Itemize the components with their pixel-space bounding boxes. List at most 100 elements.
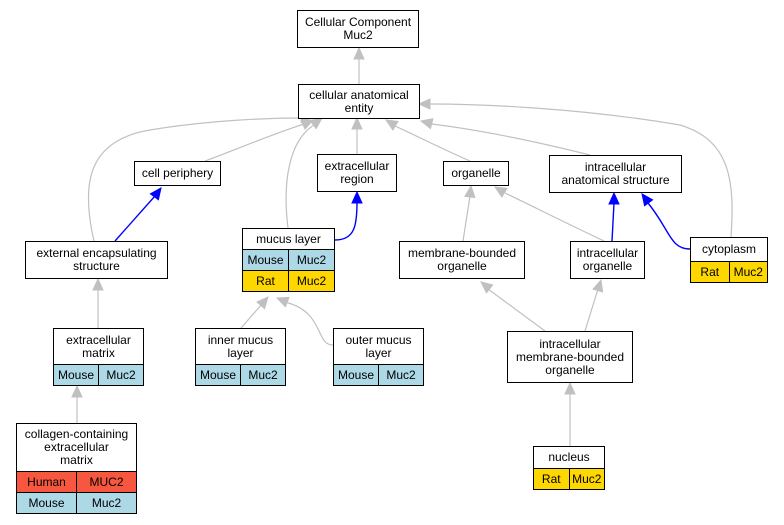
node-label: membrane-bounded organelle	[407, 246, 517, 273]
gene-cell: Muc2	[728, 262, 768, 282]
species-cell: Mouse	[28, 495, 65, 510]
arrowhead	[353, 46, 365, 60]
annotation-row: Rat Muc2	[243, 270, 334, 291]
node-label: intracellular organelle	[576, 246, 639, 273]
arrowhead	[71, 384, 83, 398]
edge-mucus-layer-to-cae	[285, 117, 323, 229]
node-label: cellular anatomical entity	[309, 87, 409, 115]
edge-memb-org-to-organelle	[462, 184, 476, 242]
annotation-row: Rat Muc2	[691, 261, 767, 282]
edge-nucleus-to-intra-memb	[564, 381, 576, 446]
arrowhead	[464, 184, 476, 199]
node-label: mucus layer	[256, 231, 321, 246]
node-cae: cellular anatomical entity	[298, 84, 420, 119]
node-intra-anat: intracellular anatomical structure	[549, 155, 682, 193]
arrowhead	[493, 186, 508, 198]
edge-ext-encap-to-cell-periph	[114, 187, 162, 242]
species-cell: Mouse	[247, 252, 284, 267]
arrowhead	[351, 190, 363, 204]
arrowhead	[256, 296, 269, 310]
edge-cell-periph-to-cae	[204, 119, 315, 162]
node-cell-periph: cell periphery	[134, 161, 221, 186]
edge-intra-memb-to-intra-org	[584, 278, 604, 332]
node-intra-org: intracellular organelle	[570, 241, 645, 279]
node-label: Cellular Component Muc2	[304, 15, 412, 42]
node-label: inner mucus layer	[207, 332, 274, 360]
gene-cell: Muc2	[98, 365, 143, 385]
arrowhead	[149, 187, 162, 201]
gene-cell: Muc2	[568, 469, 605, 489]
edge-intra-memb-to-memb-org	[480, 281, 546, 332]
node-label: cell periphery	[141, 166, 214, 180]
edge-cytoplasm-to-intra-anat	[641, 193, 691, 250]
annotation-row: Rat Muc2	[534, 468, 604, 489]
species-cell: Rat	[256, 273, 275, 288]
gene-cell: Muc2	[288, 271, 334, 291]
edge-cae-to-cc-root	[353, 46, 365, 84]
arrowhead	[564, 381, 576, 395]
arrowhead	[92, 277, 104, 291]
arrowhead	[275, 296, 290, 308]
arrowhead	[309, 117, 323, 130]
gene-cell: Muc2	[378, 365, 423, 385]
node-label: cytoplasm	[701, 242, 757, 256]
arrowhead	[480, 281, 494, 294]
arrowhead	[384, 119, 399, 131]
node-label: extracellular matrix	[66, 332, 131, 360]
edge-mucus-layer-to-ext-region	[334, 190, 363, 241]
node-ext-encap: external encapsulating structure	[25, 241, 168, 279]
node-intra-memb: intracellular membrane-bounded organelle	[507, 331, 633, 383]
gene-cell: MUC2	[76, 472, 136, 492]
species-cell: Rat	[541, 471, 561, 486]
species-cell: Mouse	[337, 367, 375, 382]
node-label: intracellular anatomical structure	[561, 160, 670, 187]
arrowhead	[419, 118, 434, 130]
arrowhead	[641, 193, 654, 207]
node-organelle: organelle	[443, 161, 509, 186]
species-cell: Rat	[700, 264, 720, 279]
edge-collagen-ecm-to-ecm	[71, 384, 83, 423]
edge-ext-region-to-cae	[351, 116, 363, 154]
arrowhead	[608, 191, 620, 205]
arrowhead	[351, 116, 363, 130]
edge-intra-org-to-intra-anat	[608, 191, 620, 242]
species-cell: Mouse	[199, 367, 237, 382]
edge-intra-org-to-organelle	[493, 186, 605, 242]
gene-cell: Muc2	[76, 493, 136, 513]
node-memb-org: membrane-bounded organelle	[399, 241, 525, 279]
gene-cell: Muc2	[240, 365, 285, 385]
annotation-row: Human MUC2	[17, 471, 136, 492]
edge-inner-mucus-to-mucus-layer	[240, 296, 269, 329]
node-label: organelle	[451, 166, 501, 180]
node-collagen-ecm: collagen-containing extracellular matrix…	[16, 423, 137, 514]
node-label: intracellular membrane-bounded organelle	[515, 336, 625, 377]
node-label: collagen-containing extracellular matrix	[24, 427, 129, 467]
edge-outer-mucus-to-mucus-layer	[275, 296, 334, 346]
annotation-row: Mouse Muc2	[17, 492, 136, 513]
gene-cell: Muc2	[288, 250, 334, 270]
node-cc-root: Cellular Component Muc2	[297, 10, 419, 48]
node-ext-region: extracellular region	[317, 154, 397, 192]
arrowhead	[592, 278, 604, 293]
node-label: outer mucus layer	[345, 332, 412, 360]
species-cell: Human	[27, 474, 66, 489]
edge-intra-anat-to-cae	[419, 118, 591, 156]
node-label: external encapsulating structure	[36, 246, 157, 273]
edge-cytoplasm-to-cae	[417, 98, 733, 238]
edge-ecm-to-ext-encap	[92, 277, 104, 328]
arrowhead	[417, 98, 431, 110]
edge-organelle-to-cae	[384, 119, 471, 162]
annotation-row: Mouse Muc2	[243, 249, 334, 270]
node-label: nucleus	[548, 450, 590, 464]
